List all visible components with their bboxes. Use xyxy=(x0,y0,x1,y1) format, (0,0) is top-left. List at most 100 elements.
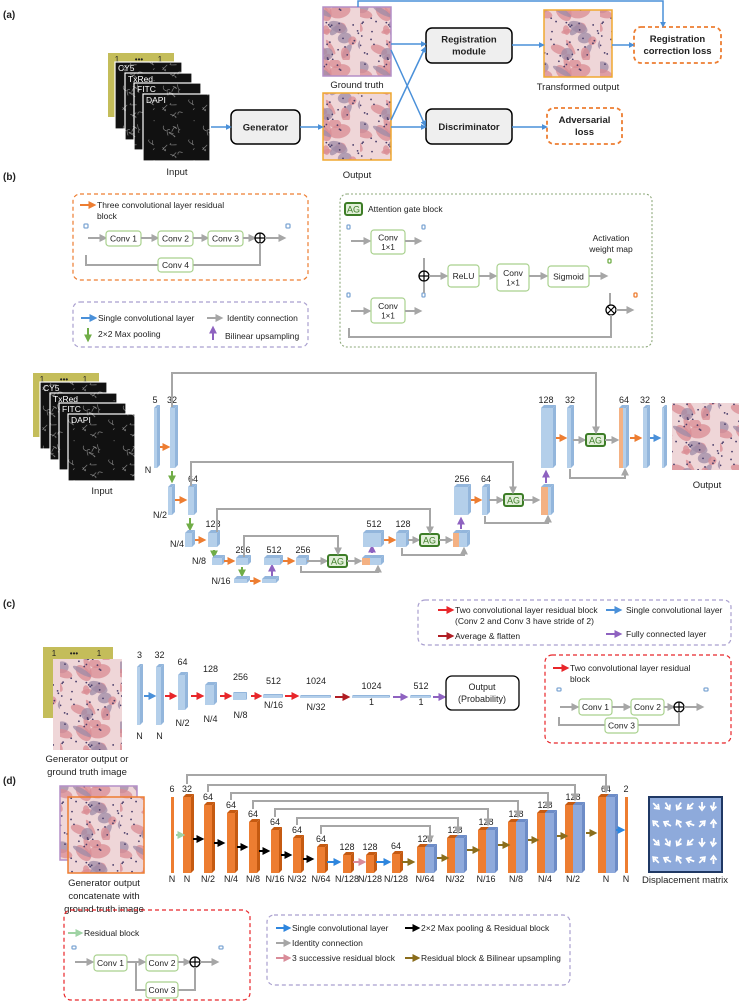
channel-name: FITC xyxy=(137,84,156,94)
concat-blue xyxy=(606,794,618,873)
feature-map xyxy=(178,672,188,710)
displacement-arrow-icon xyxy=(675,819,682,828)
label: N/2 xyxy=(201,874,215,884)
feature-map-512 xyxy=(264,555,283,565)
label: AG xyxy=(331,557,344,567)
label: Activation xyxy=(593,233,630,243)
label: AG xyxy=(507,496,520,506)
conv-label: Conv 4 xyxy=(162,260,189,270)
label: module xyxy=(452,47,486,58)
label: Attention gate block xyxy=(368,204,443,214)
label: 256 xyxy=(454,474,469,484)
channel-name: DAPI xyxy=(71,415,91,425)
label: N/8 xyxy=(246,874,260,884)
output-frame xyxy=(445,675,520,711)
displacement-arrow-icon xyxy=(662,820,672,827)
feature-map xyxy=(137,664,143,725)
loss-box xyxy=(633,26,722,64)
label: 32 xyxy=(565,395,575,405)
displacement-arrow-icon xyxy=(698,802,706,812)
generator-output-image xyxy=(322,92,392,161)
legend-frame xyxy=(72,193,309,281)
feature-map xyxy=(234,576,250,583)
label: Three convolutional layer residual xyxy=(97,200,224,210)
conv-label: Conv 1 xyxy=(110,234,137,244)
label: 512 xyxy=(413,681,428,691)
concat-blue xyxy=(459,530,470,547)
feature-map xyxy=(227,810,238,873)
label: 256 xyxy=(295,545,310,555)
label: Single convolutional layer xyxy=(292,923,389,933)
label: 2×2 Max pooling xyxy=(98,329,161,339)
generator-output-image xyxy=(67,796,145,874)
label: ••• xyxy=(70,649,79,658)
conv-label: Conv 2 xyxy=(149,958,176,968)
label: 128 xyxy=(508,809,523,819)
label: Identity connection xyxy=(292,938,363,948)
label: N/4 xyxy=(170,539,184,549)
label: AG xyxy=(423,536,436,546)
feature-map xyxy=(352,695,390,698)
displacement-arrow-icon xyxy=(675,855,682,864)
conv-label: Conv 3 xyxy=(212,234,239,244)
add-icon xyxy=(254,232,266,244)
module-box xyxy=(425,27,513,64)
feature-map xyxy=(156,664,164,725)
displacement-arrow-icon xyxy=(662,856,672,863)
label: 32 xyxy=(182,784,192,794)
label: 128 xyxy=(203,664,218,674)
concat-blue xyxy=(370,555,384,565)
feature-map xyxy=(262,576,279,583)
sigmoid-box: Sigmoid xyxy=(547,265,590,288)
conv-label: Conv 1 xyxy=(97,958,124,968)
label: 64 xyxy=(391,841,401,851)
label: 128 xyxy=(205,519,220,529)
label: AG xyxy=(589,436,602,446)
label: Generator output xyxy=(68,878,140,889)
probability-output-box: Output(Probability) xyxy=(445,675,520,711)
channel-name: TxRed xyxy=(128,74,153,84)
label: 64 xyxy=(248,809,258,819)
label: Generator xyxy=(243,123,289,134)
unet-output-image xyxy=(672,403,739,470)
feature-map xyxy=(293,835,304,873)
feature-map xyxy=(168,484,175,515)
conv-label: Conv 2 xyxy=(162,234,189,244)
label: N/32 xyxy=(445,874,464,884)
layer-bar xyxy=(218,945,224,950)
skip-line xyxy=(484,514,552,524)
channel-name: FITC xyxy=(62,404,81,414)
panel-label: (a) xyxy=(3,10,15,21)
label: 1 xyxy=(52,649,57,658)
conv-label: 1×1 xyxy=(381,243,395,252)
attention-gate-badge: AG xyxy=(419,533,440,547)
feature-map-32 xyxy=(643,405,650,468)
concat-blue xyxy=(548,484,554,515)
output-label: Output xyxy=(693,480,722,491)
label: 3 successive residual block xyxy=(292,953,396,963)
loss-box xyxy=(546,107,623,145)
displacement-arrow-icon xyxy=(685,856,695,864)
label: 64 xyxy=(226,800,236,810)
input-layer-bar xyxy=(154,405,160,468)
label: ••• xyxy=(135,55,144,64)
label: 64 xyxy=(188,474,198,484)
conv2-box: Conv 2 xyxy=(630,698,665,716)
add-icon xyxy=(189,956,201,968)
feature-map xyxy=(249,819,260,873)
feature-map xyxy=(271,827,282,873)
feature-map xyxy=(185,530,195,547)
feature-map-128 xyxy=(208,530,220,547)
feature-map xyxy=(263,694,283,698)
conv-label: Conv 2 xyxy=(634,702,661,712)
label: N xyxy=(603,874,610,884)
conv3-box: Conv 3 xyxy=(145,981,179,999)
label: N/32 xyxy=(287,874,306,884)
